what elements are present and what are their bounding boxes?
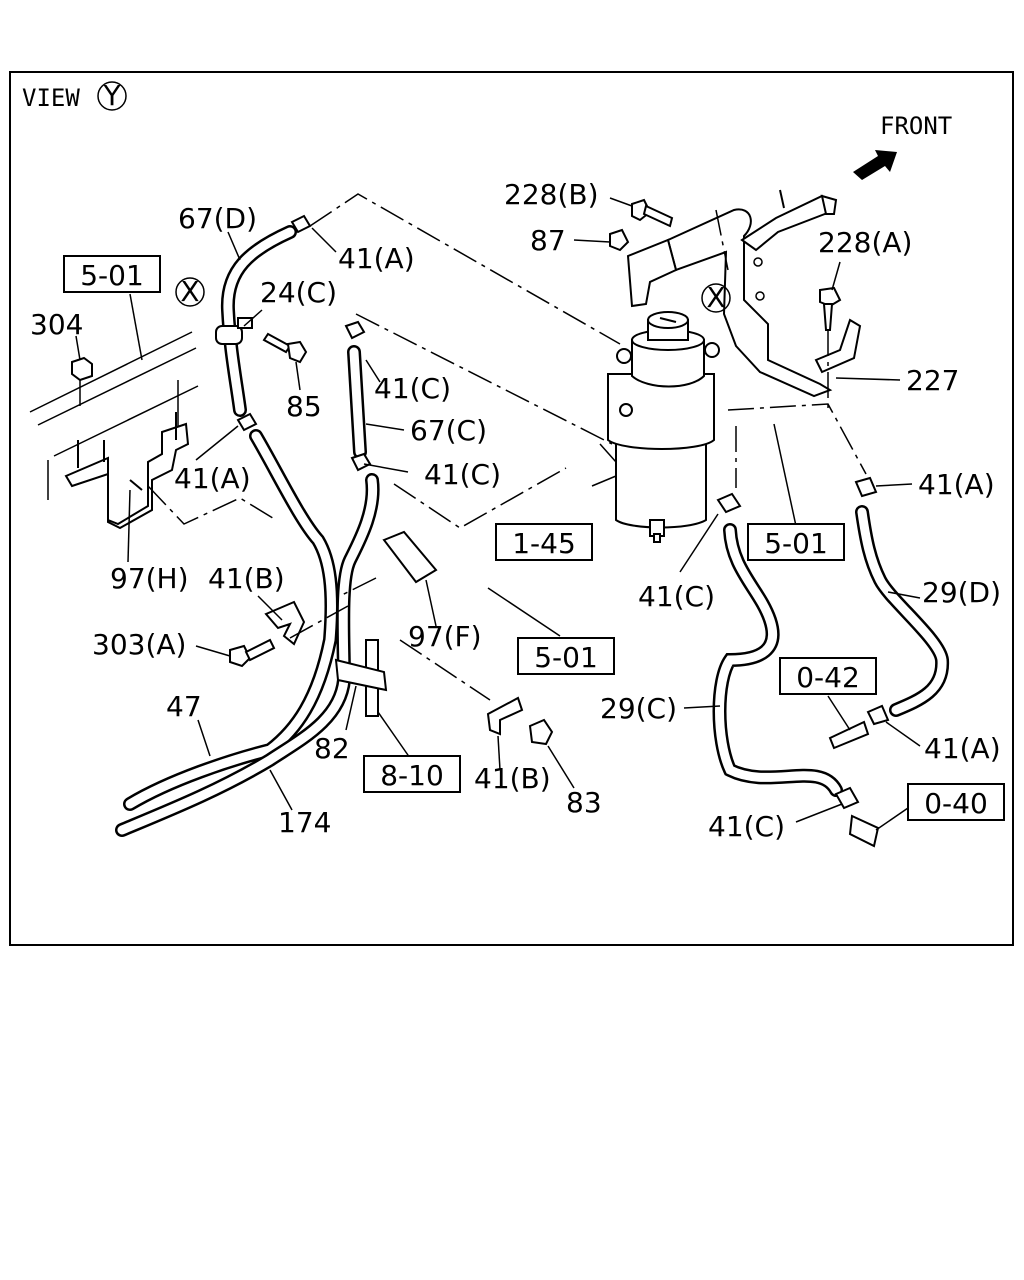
label-24c: 24(C) — [260, 276, 337, 309]
clamp-41c-b — [350, 452, 372, 472]
label-174: 174 — [278, 806, 331, 839]
alignment-lines — [147, 193, 867, 701]
clamp-41a-low — [866, 704, 890, 726]
ref-marker-x-right — [701, 283, 731, 313]
diagram-frame — [9, 71, 1014, 946]
nut-304 — [71, 356, 93, 382]
bolt-303a — [229, 638, 276, 668]
label-41c-low: 41(C) — [708, 810, 785, 843]
label-228b: 228(B) — [504, 178, 599, 211]
label-41b-right: 41(B) — [474, 762, 551, 795]
label-41c-mid: 41(C) — [638, 580, 715, 613]
label-97f: 97(F) — [408, 620, 482, 653]
svg-text:0-40: 0-40 — [924, 787, 988, 820]
bolt-228b — [631, 198, 674, 228]
label-83: 83 — [566, 786, 602, 819]
leader-lines — [127, 197, 921, 831]
frame-rail — [29, 331, 199, 500]
svg-text:8-10: 8-10 — [380, 759, 444, 792]
label-29d: 29(D) — [922, 576, 1001, 609]
pad-97f — [382, 530, 438, 584]
hose-29c — [712, 523, 843, 797]
pipe-0-40 — [848, 814, 880, 848]
svg-text:5-01: 5-01 — [80, 259, 144, 292]
clamp-41a-right — [854, 476, 878, 498]
label-304: 304 — [30, 308, 83, 341]
front-label: FRONT — [880, 112, 952, 140]
view-marker: Y — [102, 79, 121, 112]
bolt-85 — [262, 332, 308, 364]
hose-29d — [855, 505, 950, 717]
label-41a-right: 41(A) — [918, 468, 995, 501]
label-85: 85 — [286, 390, 322, 423]
svg-text:0-42: 0-42 — [796, 661, 860, 694]
clip-82 — [334, 658, 388, 692]
ref-marker-x-left-text: X — [180, 275, 199, 308]
clamp-41c-mid — [716, 492, 742, 514]
svg-text:5-01: 5-01 — [534, 641, 598, 674]
clamp-41c-low — [834, 786, 860, 810]
label-87: 87 — [530, 224, 566, 257]
ref-box-0-42[interactable]: 0-42 — [779, 657, 877, 695]
label-41a-low: 41(A) — [924, 732, 1001, 765]
label-41c-a: 41(C) — [374, 372, 451, 405]
label-41b-left: 41(B) — [208, 562, 285, 595]
bolt-228a — [819, 286, 842, 331]
clamp-41b-right — [486, 696, 524, 736]
ref-box-8-10[interactable]: 8-10 — [363, 755, 461, 793]
ref-marker-x-left — [175, 277, 205, 307]
front-arrow-icon — [853, 150, 897, 180]
ref-box-5-01-center[interactable]: 5-01 — [517, 637, 615, 675]
label-29c: 29(C) — [600, 692, 677, 725]
label-41a-top: 41(A) — [338, 242, 415, 275]
label-97h: 97(H) — [110, 562, 189, 595]
ref-box-0-40[interactable]: 0-40 — [907, 783, 1005, 821]
nut-83 — [528, 718, 554, 746]
ref-marker-x-right-text: X — [706, 281, 725, 314]
svg-text:1-45: 1-45 — [512, 527, 576, 560]
label-47: 47 — [166, 690, 202, 723]
label-41c-b: 41(C) — [424, 458, 501, 491]
pipe-0-42 — [828, 720, 870, 750]
view-marker-circle — [97, 81, 127, 111]
label-41a-left: 41(A) — [174, 462, 251, 495]
hose-47 — [123, 429, 339, 811]
hose-67c — [347, 345, 367, 459]
hose-67d — [220, 225, 297, 417]
svg-text:5-01: 5-01 — [764, 527, 828, 560]
clamp-41c-a — [344, 320, 366, 340]
label-67d: 67(D) — [178, 202, 257, 235]
ref-box-1-45[interactable]: 1-45 — [495, 523, 593, 561]
clamp-24c — [215, 317, 253, 345]
label-82: 82 — [314, 732, 350, 765]
label-227: 227 — [906, 364, 959, 397]
bracket-97h — [64, 412, 190, 530]
label-67c: 67(C) — [410, 414, 487, 447]
view-label: VIEW — [22, 84, 80, 112]
ref-box-5-01-right[interactable]: 5-01 — [747, 523, 845, 561]
ref-box-5-01-left[interactable]: 5-01 — [63, 255, 161, 293]
fuel-filter-assembly — [607, 311, 720, 543]
clamp-41b-left — [264, 600, 306, 646]
nut-87 — [609, 228, 630, 252]
mounting-bracket — [626, 189, 862, 398]
label-228a: 228(A) — [818, 226, 912, 259]
label-303a: 303(A) — [92, 628, 186, 661]
clamp-41a-left — [236, 412, 258, 432]
